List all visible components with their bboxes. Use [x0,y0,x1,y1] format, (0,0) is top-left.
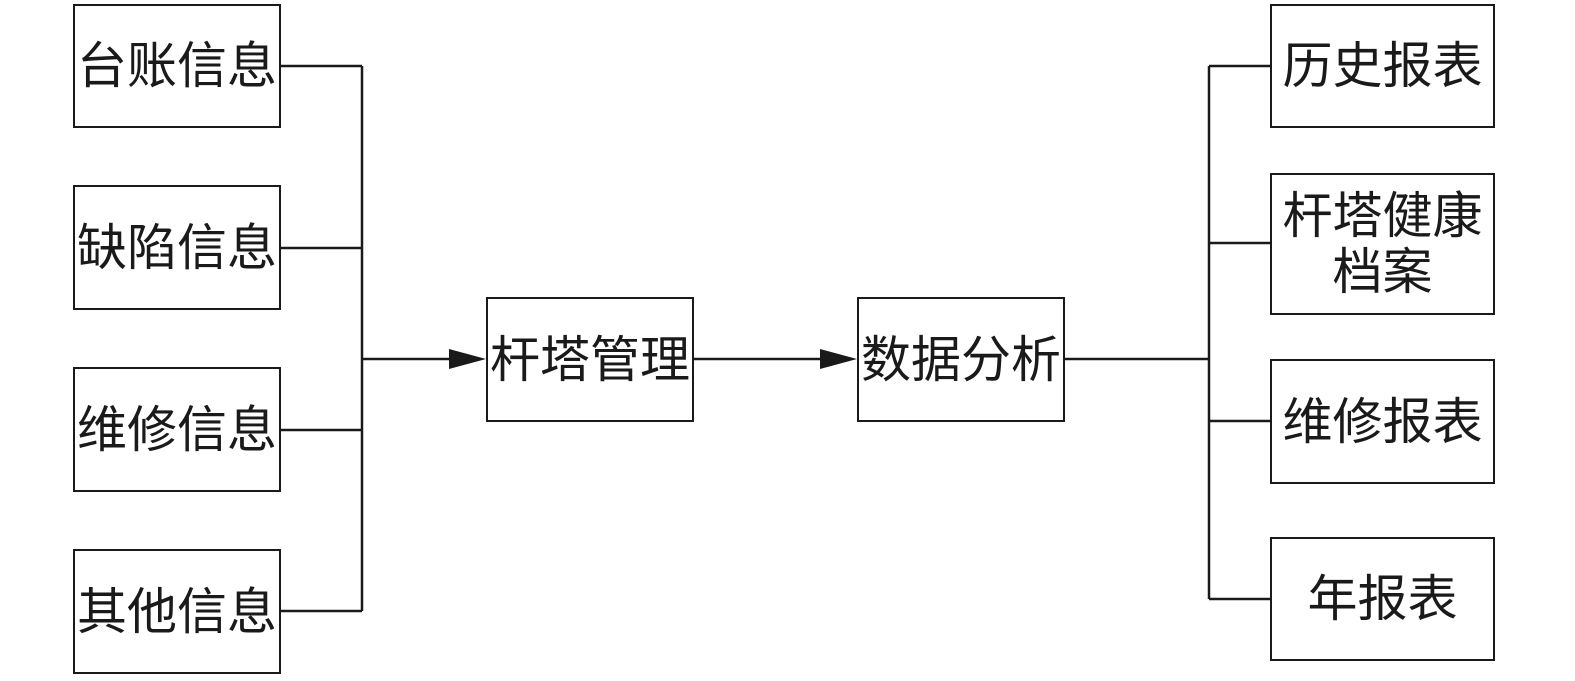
input-label-defect: 缺陷信息 [77,218,277,277]
output-box-maintenance-report: 维修报表 [1270,359,1495,484]
input-box-maintenance: 维修信息 [73,367,281,492]
input-label-ledger: 台账信息 [77,37,277,95]
output-label-annual-report: 年报表 [1307,570,1458,628]
output-box-health-record: 杆塔健康档案 [1270,173,1495,315]
management-label: 杆塔管理 [490,330,690,389]
output-label-history-report: 历史报表 [1282,37,1483,95]
output-box-history-report: 历史报表 [1270,4,1495,128]
analysis-box: 数据分析 [857,297,1065,422]
arrowhead-to-analysis [820,349,857,369]
analysis-label: 数据分析 [861,330,1061,389]
output-box-annual-report: 年报表 [1270,537,1495,661]
output-label-maintenance-report: 维修报表 [1282,392,1483,451]
input-box-defect: 缺陷信息 [73,185,281,310]
input-box-other: 其他信息 [73,549,281,674]
input-label-maintenance: 维修信息 [77,400,277,459]
management-box: 杆塔管理 [486,297,694,422]
arrowhead-to-management [449,349,486,369]
output-label-health-record: 杆塔健康档案 [1282,187,1483,301]
input-label-other: 其他信息 [77,582,277,641]
input-box-ledger: 台账信息 [73,4,281,128]
